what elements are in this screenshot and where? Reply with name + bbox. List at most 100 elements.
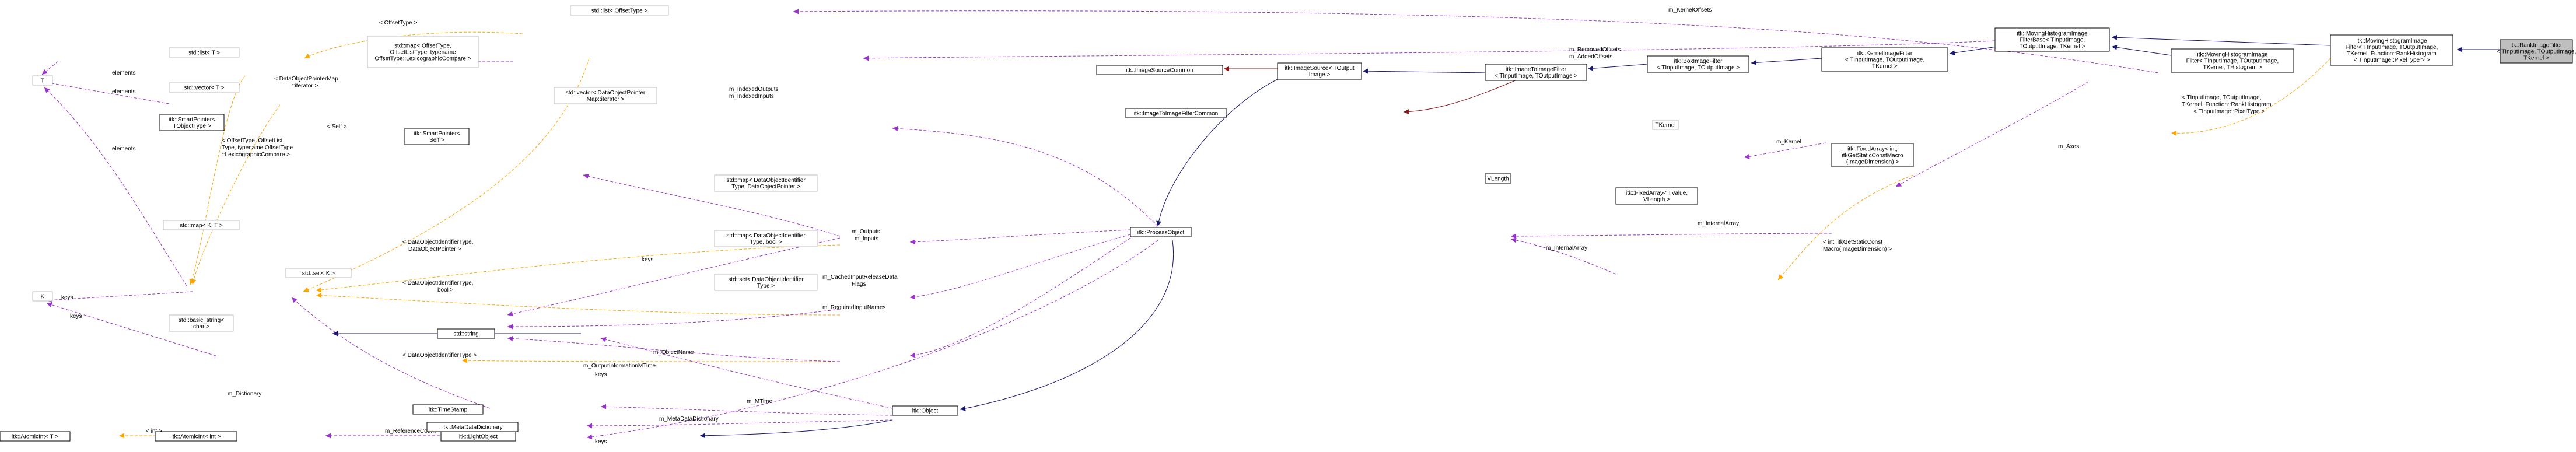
label-elements-3: elements (112, 89, 136, 95)
node-vector-t[interactable]: std::vector< T > (169, 82, 240, 93)
node-list-offset[interactable]: std::list< OffsetType > (570, 5, 669, 16)
node-box (714, 230, 818, 247)
node-label-line: itk::ImageSource< TOutput (1284, 65, 1354, 72)
edge-keys-3 (507, 336, 841, 362)
label-metadict: m_MetaDataDictionary (659, 416, 719, 422)
node-label-line: TKernel (1655, 122, 1675, 129)
edge-imagetoimage-to-imagesource (1362, 68, 1486, 74)
label-cached-1: m_CachedInputReleaseData (822, 274, 898, 281)
node-box (570, 5, 669, 16)
node-atomic-int[interactable]: itk::AtomicInt< int > (155, 431, 237, 442)
node-box (32, 75, 53, 86)
node-label-line: Filter< TInputImage, TOutputImage, (2186, 58, 2279, 65)
node-list-t[interactable]: std::list< T > (169, 47, 240, 58)
label-keys-5: keys (70, 313, 82, 320)
node-image-source[interactable]: itk::ImageSource< TOutputImage > (1277, 62, 1362, 80)
node-label-line: itk::TimeStamp (429, 407, 468, 414)
node-atomic-int-t[interactable]: itk::AtomicInt< T > (0, 431, 71, 442)
label-offset-map-1: < OffsetType, OffsetList (222, 138, 283, 144)
label-doi: < DataObjectIdentifierType > (402, 352, 477, 359)
node-light-object[interactable]: itk::LightObject (440, 431, 516, 442)
node-box (437, 328, 495, 339)
node-label-line: itk::FixedArray< int, (1847, 146, 1898, 153)
node-label-line: char > (193, 324, 209, 330)
node-box (1994, 27, 2110, 52)
node-box-image-filter[interactable]: itk::BoxImageFilter< TInputImage, TOutpu… (1647, 55, 1749, 73)
node-std-string[interactable]: std::string (437, 328, 495, 339)
node-object[interactable]: itk::Object (892, 405, 958, 416)
edge-axes (1895, 81, 2089, 187)
edge-template-listt (189, 75, 246, 285)
node-box (2171, 48, 2294, 73)
node-process-object[interactable]: itk::ProcessObject (1130, 227, 1192, 237)
node-label-line: itk::ImageToImageFilter (1506, 66, 1567, 73)
edge-objectname (600, 337, 893, 409)
node-label-line: std::map< OffsetType, (394, 43, 452, 50)
node-label-line: FilterBase< TInputImage, (2020, 37, 2085, 44)
node-label-line: Type, bool > (750, 239, 782, 246)
edge-kerneloffsets (793, 9, 2159, 73)
node-label-line: TOutputImage, TKernel > (2020, 44, 2085, 50)
node-basic-string[interactable]: std::basic_string<char > (169, 314, 234, 332)
label-elements-4: elements (112, 146, 136, 152)
label-indexed-outputs: m_IndexedOutputs (729, 86, 779, 93)
node-vector-dopiter[interactable]: std::vector< DataObjectPointerMap::itera… (554, 87, 657, 104)
node-label-line: std::map< DataObjectIdentifier (726, 233, 806, 239)
node-t[interactable]: T (32, 75, 53, 86)
node-label-line: itk::MetaDataDictionary (442, 425, 502, 431)
node-label-line: std::set< DataObjectIdentifier (728, 276, 804, 283)
edge-elements-vectort (41, 80, 170, 104)
node-label-line: std::string (453, 331, 478, 338)
node-time-stamp[interactable]: itk::TimeStamp (412, 404, 484, 415)
node-map-doi_dop[interactable]: std::map< DataObjectIdentifierType, Data… (714, 174, 818, 192)
node-image-to-image-filter-common[interactable]: itk::ImageToImageFilterCommon (1125, 108, 1227, 118)
node-image-to-image-filter[interactable]: itk::ImageToImageFilter< TInputImage, TO… (1485, 64, 1587, 81)
node-k[interactable]: K (32, 291, 53, 302)
node-vlength[interactable]: VLength (1485, 173, 1511, 184)
node-image-source-common[interactable]: itk::ImageSourceCommon (1096, 65, 1223, 75)
node-smart-pointer-self[interactable]: itk::SmartPointer<Self > (404, 128, 470, 145)
label-t-int-2: Macro(ImageDimension) > (1823, 246, 1892, 253)
node-label-line: TKernel, Function::RankHistogram (2347, 51, 2436, 57)
label-added-offsets: m_AddedOffsets (1569, 54, 1612, 60)
node-box (155, 431, 237, 442)
node-smart-pointer-t[interactable]: itk::SmartPointer<TObjectType > (159, 114, 225, 131)
node-meta-data-dictionary[interactable]: itk::MetaDataDictionary (426, 422, 519, 432)
node-set-k[interactable]: std::set< K > (285, 268, 352, 278)
node-box (412, 404, 484, 415)
node-label-line: TKernel > (1872, 64, 1898, 70)
node-label-line: itk::SmartPointer< (414, 131, 460, 137)
node-map-offset[interactable]: std::map< OffsetType,OffsetListType, typ… (367, 36, 479, 68)
edge-template-offsettype (304, 31, 523, 59)
node-set-doi[interactable]: std::set< DataObjectIdentifierType > (714, 274, 818, 291)
node-label-line: std::set< K > (302, 271, 335, 277)
node-label-line: Self > (429, 137, 444, 143)
node-label-line: < TInputImage, TOutputImage, (1845, 57, 1924, 64)
label-kernel-offsets: m_KernelOffsets (1668, 7, 1712, 13)
node-label-line: Filter< TInputImage, TOutputImage, (2346, 44, 2438, 51)
label-rankhist-2: TKernel, Function::RankHistogram (2182, 101, 2271, 108)
node-label-line: std::list< T > (188, 50, 220, 57)
label-doi-bool-2: bool > (438, 287, 454, 293)
node-box (169, 82, 240, 93)
node-box (2500, 39, 2573, 64)
node-fixed-array-tvalue[interactable]: itk::FixedArray< TValue,VLength > (1615, 187, 1698, 205)
node-map-kt[interactable]: std::map< K, T > (163, 220, 240, 230)
node-tkernel[interactable]: TKernel (1652, 120, 1679, 130)
node-label-line: itk::SmartPointer< (169, 117, 215, 123)
label-elements-2: elements (112, 70, 136, 76)
node-box (404, 128, 470, 145)
node-rank-image-filter[interactable]: itk::RankImageFilter< TInputImage, TOutp… (2497, 39, 2576, 64)
node-fixed-array-int[interactable]: itk::FixedArray< int,itkGetStaticConstMa… (1831, 143, 1914, 167)
node-label-line: itkGetStaticConstMacro (1842, 153, 1903, 159)
label-keys-3: keys (595, 439, 607, 445)
label-keys-1: keys (642, 257, 654, 263)
edge-object-to-lightobject (699, 419, 893, 439)
edge-imagetoimage-to-common (1403, 79, 1517, 115)
node-kernel-image-filter[interactable]: itk::KernelImageFilter< TInputImage, TOu… (1821, 47, 1948, 72)
label-cached-2: Flags (852, 281, 866, 288)
node-map-doi_bool[interactable]: std::map< DataObjectIdentifierType, bool… (714, 230, 818, 247)
